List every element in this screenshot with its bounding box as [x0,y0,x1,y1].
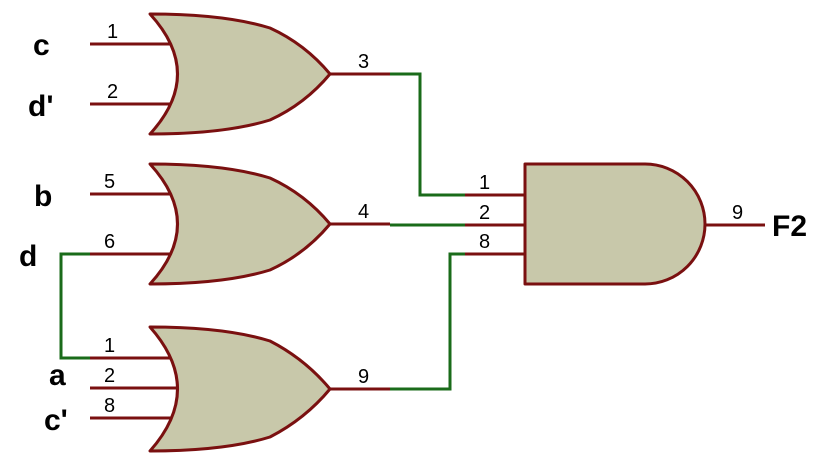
or2-pin-out: 4 [358,201,369,223]
input-label-d-prime: d' [28,90,53,123]
and-pin-in2: 2 [479,202,490,224]
output-label-f2: F2 [772,210,807,243]
input-label-b: b [34,180,52,213]
or1-pin-in1: 1 [107,21,118,43]
and-pin-out: 9 [732,202,743,224]
net-or1-to-and-in1 [390,72,465,197]
or3-pin-out: 9 [358,366,369,388]
or2-pin-in2: 6 [104,231,115,253]
or2-pin-in1: 5 [104,171,115,193]
net-or3-to-and-in3 [390,252,465,391]
pin-stubs [90,42,765,420]
and-pin-in3: 8 [479,231,490,253]
or3-pin-in2: 2 [104,365,115,387]
or-gate-2 [148,162,332,286]
and-pin-in1: 1 [479,172,490,194]
input-label-c: c [33,29,50,62]
input-label-c-prime: c' [44,404,68,437]
or1-pin-in2: 2 [107,81,118,103]
or1-pin-out: 3 [358,51,369,73]
input-label-d: d [19,240,37,273]
or3-pin-in3: 8 [104,395,115,417]
input-label-a: a [49,359,66,392]
or3-pin-in1: 1 [104,335,115,357]
or-gate-1 [148,12,332,136]
and-gate [523,162,707,286]
or-gate-3 [148,325,332,453]
net-d-to-a [59,252,90,360]
